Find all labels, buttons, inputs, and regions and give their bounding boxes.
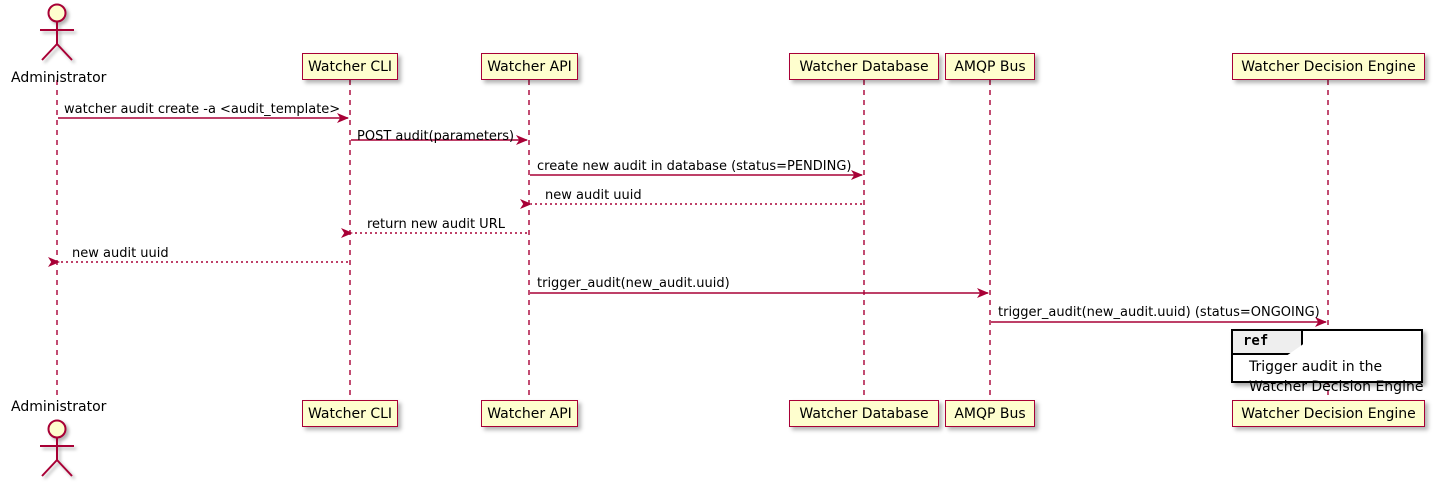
lifelines xyxy=(56,80,1329,400)
participant-label: Watcher Database xyxy=(799,58,929,75)
participant-box-top-watcher-cli[interactable]: Watcher CLI xyxy=(302,53,398,80)
ref-fragment-line-2: Watcher Decision Engine xyxy=(1249,379,1424,396)
participant-label: AMQP Bus xyxy=(954,405,1026,422)
participant-box-top-watcher-api[interactable]: Watcher API xyxy=(481,53,578,80)
message-label-new-audit-uuid-cli: new audit uuid xyxy=(72,246,169,261)
message-label-create-new-audit: create new audit in database (status=PEN… xyxy=(537,159,852,174)
ref-fragment-tag: ref xyxy=(1243,333,1269,349)
message-arrows xyxy=(48,113,1327,327)
participant-label: Watcher CLI xyxy=(307,405,393,422)
participant-box-bottom-amqp-bus[interactable]: AMQP Bus xyxy=(945,400,1035,427)
ref-fragment-tab xyxy=(1233,331,1303,355)
participant-label: Watcher CLI xyxy=(307,58,393,75)
participant-box-bottom-watcher-database[interactable]: Watcher Database xyxy=(789,400,939,427)
message-label-watcher-audit-create: watcher audit create -a <audit_template> xyxy=(64,102,341,117)
ref-fragment-line-1: Trigger audit in the xyxy=(1249,359,1383,375)
message-label-post-audit: POST audit(parameters) xyxy=(357,129,515,144)
actor-label-administrator-top: Administrator xyxy=(11,70,107,86)
participant-label: Watcher Decision Engine xyxy=(1241,405,1416,422)
participant-label: Watcher Database xyxy=(799,405,929,422)
message-label-trigger-audit-engine: trigger_audit(new_audit.uuid) (status=ON… xyxy=(998,305,1320,320)
participant-label: Watcher Decision Engine xyxy=(1241,58,1416,75)
ref-fragment-body: Trigger audit in the Watcher Decision En… xyxy=(1249,357,1423,398)
message-label-new-audit-uuid-db: new audit uuid xyxy=(545,188,642,203)
participant-box-bottom-watcher-decision-engine[interactable]: Watcher Decision Engine xyxy=(1232,400,1425,427)
message-label-return-new-audit-url: return new audit URL xyxy=(367,217,505,232)
actor-figure-top xyxy=(40,3,74,61)
ref-fragment[interactable]: ref Trigger audit in the Watcher Decisio… xyxy=(1231,329,1423,395)
participant-label: AMQP Bus xyxy=(954,58,1026,75)
participant-box-top-amqp-bus[interactable]: AMQP Bus xyxy=(945,53,1035,80)
participant-box-bottom-watcher-api[interactable]: Watcher API xyxy=(481,400,578,427)
message-label-trigger-audit-bus: trigger_audit(new_audit.uuid) xyxy=(537,276,730,291)
participant-label: Watcher API xyxy=(487,58,572,75)
participant-box-top-watcher-decision-engine[interactable]: Watcher Decision Engine xyxy=(1232,53,1425,80)
actor-figure-bottom xyxy=(40,419,74,477)
participant-label: Watcher API xyxy=(487,405,572,422)
participant-box-bottom-watcher-cli[interactable]: Watcher CLI xyxy=(302,400,398,427)
actor-label-administrator-bottom: Administrator xyxy=(11,399,107,415)
participant-box-top-watcher-database[interactable]: Watcher Database xyxy=(789,53,939,80)
